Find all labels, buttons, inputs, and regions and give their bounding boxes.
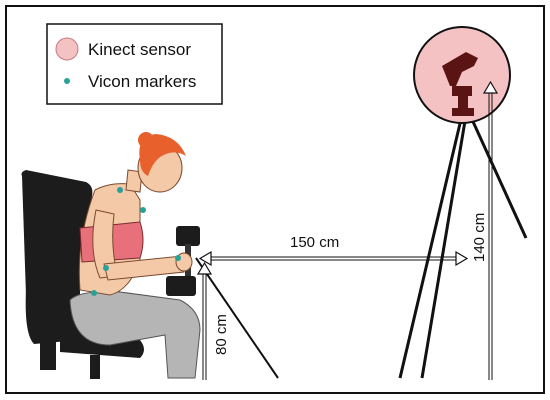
distance-arrowhead-right	[455, 250, 469, 267]
dumbbell-height-label: 80 cm	[213, 314, 230, 355]
dumbbell-lower-weight	[166, 276, 196, 296]
dumbbell-support-line	[195, 257, 279, 379]
vicon-legend-label: Vicon markers	[88, 72, 196, 91]
chair-post	[40, 330, 56, 370]
kinect-legend-symbol	[55, 37, 79, 61]
sensor-height-label: 140 cm	[471, 213, 488, 262]
kinect-legend-label: Kinect sensor	[88, 40, 191, 59]
dumbbell-height-dimension: 80 cm	[196, 261, 230, 380]
distance-dimension: 150 cm	[198, 234, 469, 267]
neck	[125, 169, 143, 193]
seated-person	[69, 132, 201, 379]
sensor-camera	[442, 52, 478, 86]
sensor-mount	[452, 86, 472, 96]
vicon-marker	[175, 255, 181, 261]
vicon-marker	[103, 265, 109, 271]
tripod-leg	[468, 114, 528, 239]
sensor-height-arrowhead	[482, 80, 499, 94]
kinect-sensor	[413, 26, 511, 124]
chair	[21, 170, 144, 379]
vicon-marker	[140, 207, 146, 213]
sensor-post	[458, 96, 468, 114]
dumbbell-upper-weight	[176, 226, 200, 246]
legend-box	[46, 23, 223, 105]
forearm	[103, 255, 185, 281]
tripod-leg	[398, 114, 464, 379]
chair-leg	[90, 355, 100, 379]
distance-arrowhead-left	[198, 250, 212, 267]
kinect-sensor-circle	[413, 26, 511, 124]
vicon-legend-symbol	[64, 78, 70, 84]
chair-base	[25, 290, 80, 344]
sensor-height-dimension: 140 cm	[471, 80, 499, 380]
legend: Kinect sensor Vicon markers	[46, 23, 223, 105]
tripod-leg	[420, 114, 468, 379]
tripod	[398, 114, 528, 379]
vicon-markers	[91, 187, 181, 296]
distance-label: 150 cm	[290, 234, 339, 251]
dumbbell-height-arrowhead	[196, 261, 213, 275]
vicon-marker	[117, 187, 123, 193]
chair-backrest	[21, 170, 93, 296]
chair-armrest	[40, 285, 70, 293]
sensor-head-plate	[452, 108, 474, 116]
vicon-marker	[91, 290, 97, 296]
hair-bun	[138, 132, 154, 148]
